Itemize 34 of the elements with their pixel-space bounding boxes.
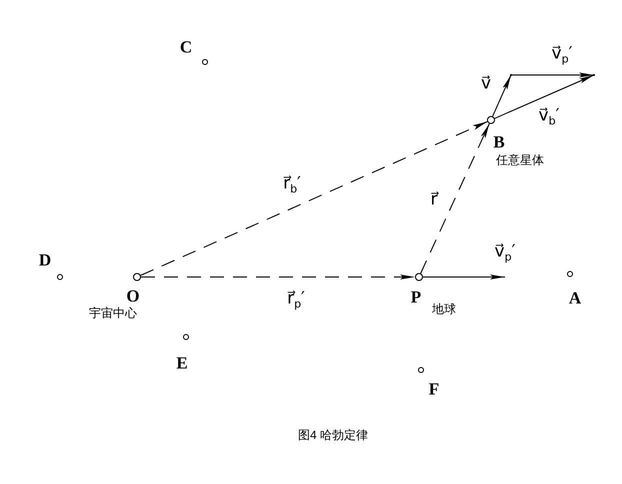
point-circle [415,273,423,281]
point-circle [567,271,573,277]
dashed-arrow [420,123,490,274]
arrow [494,74,594,119]
vector-label: v⃗ [480,76,492,92]
point-label: O [126,288,140,304]
arrow [492,74,512,117]
point-caption: 地球 [432,303,456,315]
vector-label: r⃗$_{b}$′ [283,175,301,195]
point-label: E [176,354,188,372]
vector-label: v⃗$_{p}$′ [494,243,516,263]
point-label: B [493,134,505,150]
point-circle [133,273,141,281]
point-label: F [428,380,440,398]
vector-label: r⃗$_{p}$′ [287,290,305,310]
point-caption: 任意星体 [496,154,544,166]
point-circle [202,59,208,65]
point-label: A [568,290,582,306]
point-label: D [38,252,52,268]
point-label: C [180,38,192,56]
arrow [510,72,594,78]
arrow [422,274,506,280]
point-label: P [410,288,422,306]
vector-label: v⃗$_{p}$′ [552,45,572,65]
point-circle [487,116,495,124]
point-circle [57,274,63,280]
point-circle [418,367,424,373]
dashed-arrow [140,121,488,276]
point-circle [183,334,189,340]
point-caption: 宇宙中心 [89,307,137,319]
figure-caption: 图4 哈勃定律 [298,429,368,441]
vector-label: r⃗ [430,192,438,208]
vector-label: v⃗$_{b}$′ [538,107,560,127]
dashed-arrow [140,274,416,280]
